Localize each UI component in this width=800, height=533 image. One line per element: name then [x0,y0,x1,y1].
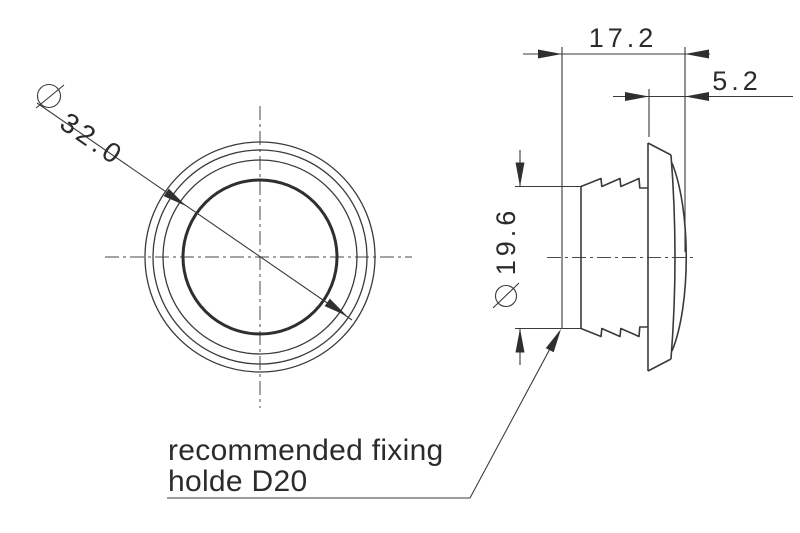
side-view: 17.2 5.2 [491,23,793,372]
dimension-lens-protrusion: 5.2 [613,66,793,137]
rim-step-circle [152,149,368,365]
lens-edge-circle [162,159,358,355]
barbed-barrel [580,177,648,338]
overall-depth-value: 17.2 [589,23,658,53]
leader-line [167,331,560,499]
arrowhead-icon [163,188,186,206]
arrowhead-icon [685,49,709,59]
dimension-overall-depth: 17.2 [523,23,710,252]
diameter-symbol-icon [492,282,520,309]
diameter-symbol-icon [35,83,65,109]
diameter-dimension-line [36,102,353,321]
lens-protrusion-value: 5.2 [712,66,762,96]
lens-bottom-chamfer [647,358,672,372]
arrowhead-icon [545,329,561,353]
barrel-bottom-barbs [580,326,648,338]
annotation-line-2: holde D20 [168,465,307,498]
arrowhead-icon [324,298,347,316]
outer-rim-circle [144,141,376,373]
body-diameter-value: 19.6 [491,207,521,276]
lens-flange [647,142,688,372]
lens-dome-curve [671,162,688,352]
barrel-top-barbs [580,177,648,189]
inner-lens-circle [181,178,339,336]
annotation-line-1: recommended fixing [168,434,444,467]
lens-top-chamfer [647,142,672,156]
arrowhead-icon [538,49,562,59]
arrowhead-icon [515,162,525,187]
arrowhead-icon [625,92,649,101]
arrowhead-icon [515,328,525,353]
arrowhead-icon [685,92,709,101]
front-view: 32.0 [35,83,412,408]
dimension-front-diameter: 32.0 [35,83,353,321]
front-diameter-value: 32.0 [55,106,131,172]
dimension-body-diameter: 19.6 [491,150,581,365]
fixing-hole-annotation: recommended fixing holde D20 [167,329,561,499]
lens-rim-edge [670,154,676,360]
